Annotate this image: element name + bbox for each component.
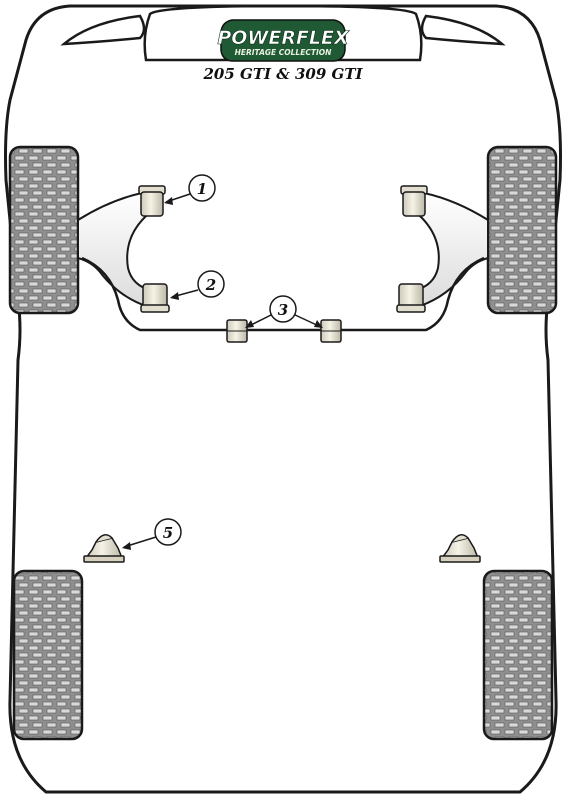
bush-5-left bbox=[83, 534, 125, 563]
callout-2-number: 2 bbox=[205, 276, 216, 294]
callout-3-number: 3 bbox=[278, 301, 288, 319]
front-right-lower-arm bbox=[404, 191, 489, 308]
bonnet-right-panel bbox=[420, 14, 506, 46]
model-title: 205 GTI & 309 GTI bbox=[202, 65, 363, 83]
logo-tagline-text: HERITAGE COLLECTION bbox=[235, 48, 333, 57]
callout-5-number: 5 bbox=[163, 524, 173, 542]
bush-1-right bbox=[400, 185, 428, 217]
callout-2: 2 bbox=[170, 270, 225, 300]
rear-right-tyre bbox=[482, 569, 554, 741]
bush-1-left bbox=[138, 185, 166, 217]
bush-3-left bbox=[226, 319, 248, 343]
front-right-tyre bbox=[486, 145, 558, 315]
powerflex-logo: POWERFLEX HERITAGE COLLECTION bbox=[217, 19, 350, 62]
bush-5-right bbox=[439, 534, 481, 563]
logo-brand-text: POWERFLEX bbox=[217, 27, 350, 49]
bush-3-right bbox=[320, 319, 342, 343]
bush-2-right bbox=[396, 283, 426, 313]
front-left-lower-arm bbox=[77, 191, 162, 308]
front-anti-roll-bar bbox=[81, 256, 485, 332]
callout-1: 1 bbox=[164, 174, 216, 205]
callout-1-number: 1 bbox=[197, 180, 207, 198]
car-body-outline bbox=[4, 4, 562, 794]
bonnet-left-panel bbox=[60, 14, 146, 46]
bonnet-center-panel bbox=[143, 4, 423, 62]
rear-left-tyre bbox=[12, 569, 84, 741]
callout-5: 5 bbox=[122, 518, 182, 550]
callout-3: 3 bbox=[245, 295, 323, 328]
bush-2-left bbox=[140, 283, 170, 313]
front-left-tyre bbox=[8, 145, 80, 315]
